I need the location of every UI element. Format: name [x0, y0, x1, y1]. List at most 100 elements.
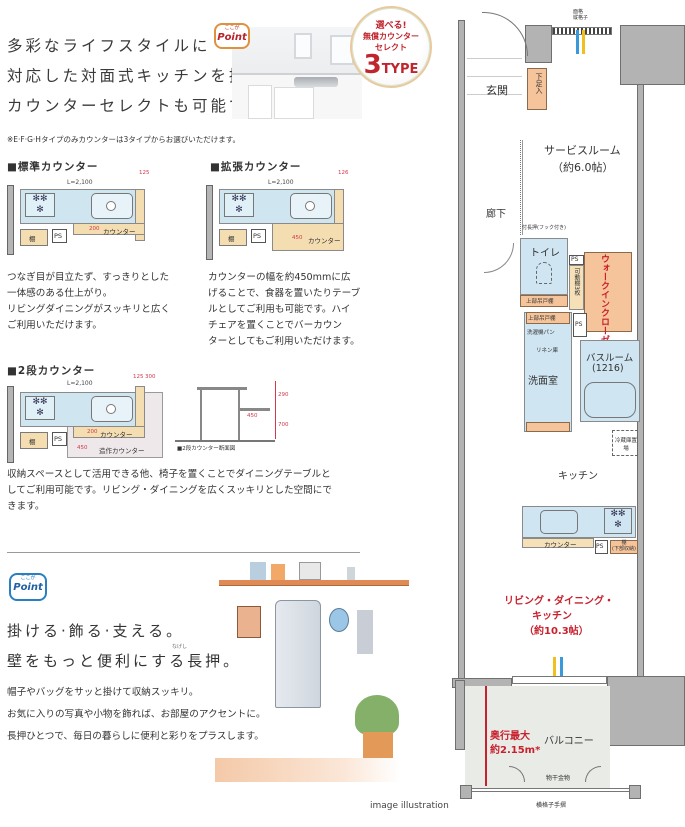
kitchen-counter-label: カウンター: [544, 541, 577, 549]
photo-frame-icon: [299, 562, 321, 580]
shelf: [20, 432, 48, 449]
toilet-label: トイレ: [530, 248, 560, 259]
floor-line: [175, 440, 275, 442]
service-room-size: （約6.0帖）: [552, 161, 614, 174]
railing-pillar-right: [629, 785, 641, 799]
top-wall: [525, 25, 552, 63]
top-dim-b: 300: [145, 374, 156, 380]
ps-label-1: PS: [571, 256, 579, 263]
ps-box-2: [573, 313, 587, 337]
kitchen-sink-icon: [540, 510, 578, 534]
desc-line: リビングダイニングがスッキリと広く: [7, 304, 171, 315]
balcony-window: [512, 676, 607, 684]
counter-select-badge: 選べる! 無償カウンター セレクト 3TYPE: [350, 6, 432, 88]
counter-label: カウンター: [103, 228, 136, 236]
point2-heading-1: 掛ける·飾る·支える。: [7, 622, 185, 640]
desc-line: ターとしてもご利用いただけます。: [208, 336, 360, 347]
ps-box-3: [595, 540, 608, 554]
entrance-door-icon: [482, 12, 528, 56]
shoe-box: [527, 68, 547, 110]
point-badge-text: Point: [13, 582, 43, 593]
fridge-label: 冷蔵庫置場: [615, 438, 638, 452]
sink-drain-icon: [106, 201, 116, 211]
scarf-icon: [357, 610, 373, 654]
stove-icon: ✻✻✻: [224, 193, 254, 217]
extended-counter-desc: カウンターの幅を約450mmに広 げることで、食器を置いたりテーブ ルとしてご利…: [208, 270, 360, 350]
hero-line-2: 対応した対面式キッチンを採用。: [7, 67, 285, 85]
ldk-label-1: リビング・ダイニング・: [504, 596, 614, 607]
counter-label: カウンター: [308, 237, 341, 245]
upper-shelf: [526, 312, 570, 324]
ldk-label-2: キッチン: [532, 611, 572, 622]
section-lower-dim: 700: [278, 422, 289, 428]
select-badge-line1: 選べる!: [375, 21, 407, 31]
wall: [206, 185, 213, 260]
length-dim: L=2,100: [67, 380, 93, 387]
service-room-label: サービスルーム: [544, 144, 621, 157]
movable-shelf-label: 可動棚3枚: [573, 268, 580, 296]
hanger-label: 物干金物: [546, 775, 571, 782]
end-counter: [135, 189, 145, 241]
floor-shadow: [215, 758, 400, 782]
desc-line: げることで、食器を置いたりテーブ: [208, 288, 361, 299]
image-caption: image illustration: [370, 801, 449, 811]
shelf-storage-main: 棚: [621, 540, 627, 546]
counter: [272, 223, 344, 251]
point-badge-2: ここが Point: [9, 573, 47, 601]
standard-counter-desc: つなぎ目が目立たず、すっきりとした 一体感のある仕上がり。 リビングダイニングが…: [7, 270, 170, 334]
ldk-label-3: （約10.3帖）: [524, 626, 589, 637]
desc-line: チェアを置くことでバーカウン: [208, 320, 343, 331]
vent-yellow: [553, 657, 556, 681]
railing-line: [472, 788, 629, 792]
wall: [7, 185, 14, 255]
photo-window: [294, 33, 312, 59]
counter-label-2: 造作カウンター: [99, 447, 145, 455]
coat-icon: [275, 600, 321, 708]
dim-line: [275, 381, 276, 439]
depth-label-1: 奥行最大: [490, 731, 530, 742]
sink-drain-icon: [106, 404, 116, 414]
toilet-door-icon: [484, 243, 514, 273]
counter-leg: [200, 390, 202, 440]
extended-counter-title: ■拡張カウンター: [210, 161, 302, 173]
desc-line: してご利用可能です。リビング・ダイニングを広くスッキリとした空間にで: [7, 485, 332, 496]
washroom: [524, 312, 572, 432]
shelf: [20, 229, 48, 246]
two-level-counter-title: ■2段カウンター: [7, 365, 96, 377]
railing-pillar-left: [460, 785, 472, 799]
section-divider: [7, 552, 360, 553]
shelf-storage: [610, 540, 638, 554]
photo-cabinet: [248, 85, 272, 119]
depth-label-2: 約2.15m*: [490, 745, 541, 756]
photo-cabinet: [274, 87, 314, 119]
vent-blue: [560, 657, 563, 681]
section-upper-dim: 290: [278, 392, 289, 398]
ps-label-3: PS: [596, 543, 604, 550]
point2-text-1: 帽子やバッグをサッと掛けて収納スッキリ。: [7, 687, 199, 698]
kitchen-counter-bar: [522, 538, 594, 548]
section-depth-dim: 450: [247, 413, 258, 419]
top-dim-a: 125: [133, 374, 144, 380]
walk-in-closet-label: ウォークインクローゼット: [599, 254, 609, 362]
plant-pot-icon: [363, 732, 393, 760]
desc-line: ルとしてご利用も可能です。ハイ: [208, 304, 351, 315]
counter-leg: [238, 390, 240, 440]
vent-blue: [576, 30, 579, 54]
entrance-label: 玄関: [486, 84, 508, 97]
shelf-label: 棚: [228, 235, 235, 243]
shoe-box-label: 下足入: [535, 73, 543, 94]
depth-dim: 200: [89, 226, 100, 232]
toilet-shelf-label: 上部吊戸棚: [526, 299, 554, 305]
lower-counter-top: [240, 408, 270, 411]
shelf-label: 棚: [29, 235, 36, 243]
desc-line: ご利用いただけます。: [7, 320, 102, 331]
railing-label: 横格子手摺: [536, 802, 567, 809]
left-wall: [458, 20, 465, 685]
ps-label: PS: [253, 232, 262, 240]
standard-counter-diagram: L=2,100 125 ✻✻✻ 200 カウンター 棚 PS: [7, 170, 150, 255]
window-label: 面格縦格子: [573, 9, 588, 21]
section-caption: ■2段カウンター断面図: [177, 446, 236, 452]
shelf: [219, 229, 247, 246]
ps-box-1: [569, 255, 584, 265]
point-badge: ここが Point: [214, 23, 250, 49]
